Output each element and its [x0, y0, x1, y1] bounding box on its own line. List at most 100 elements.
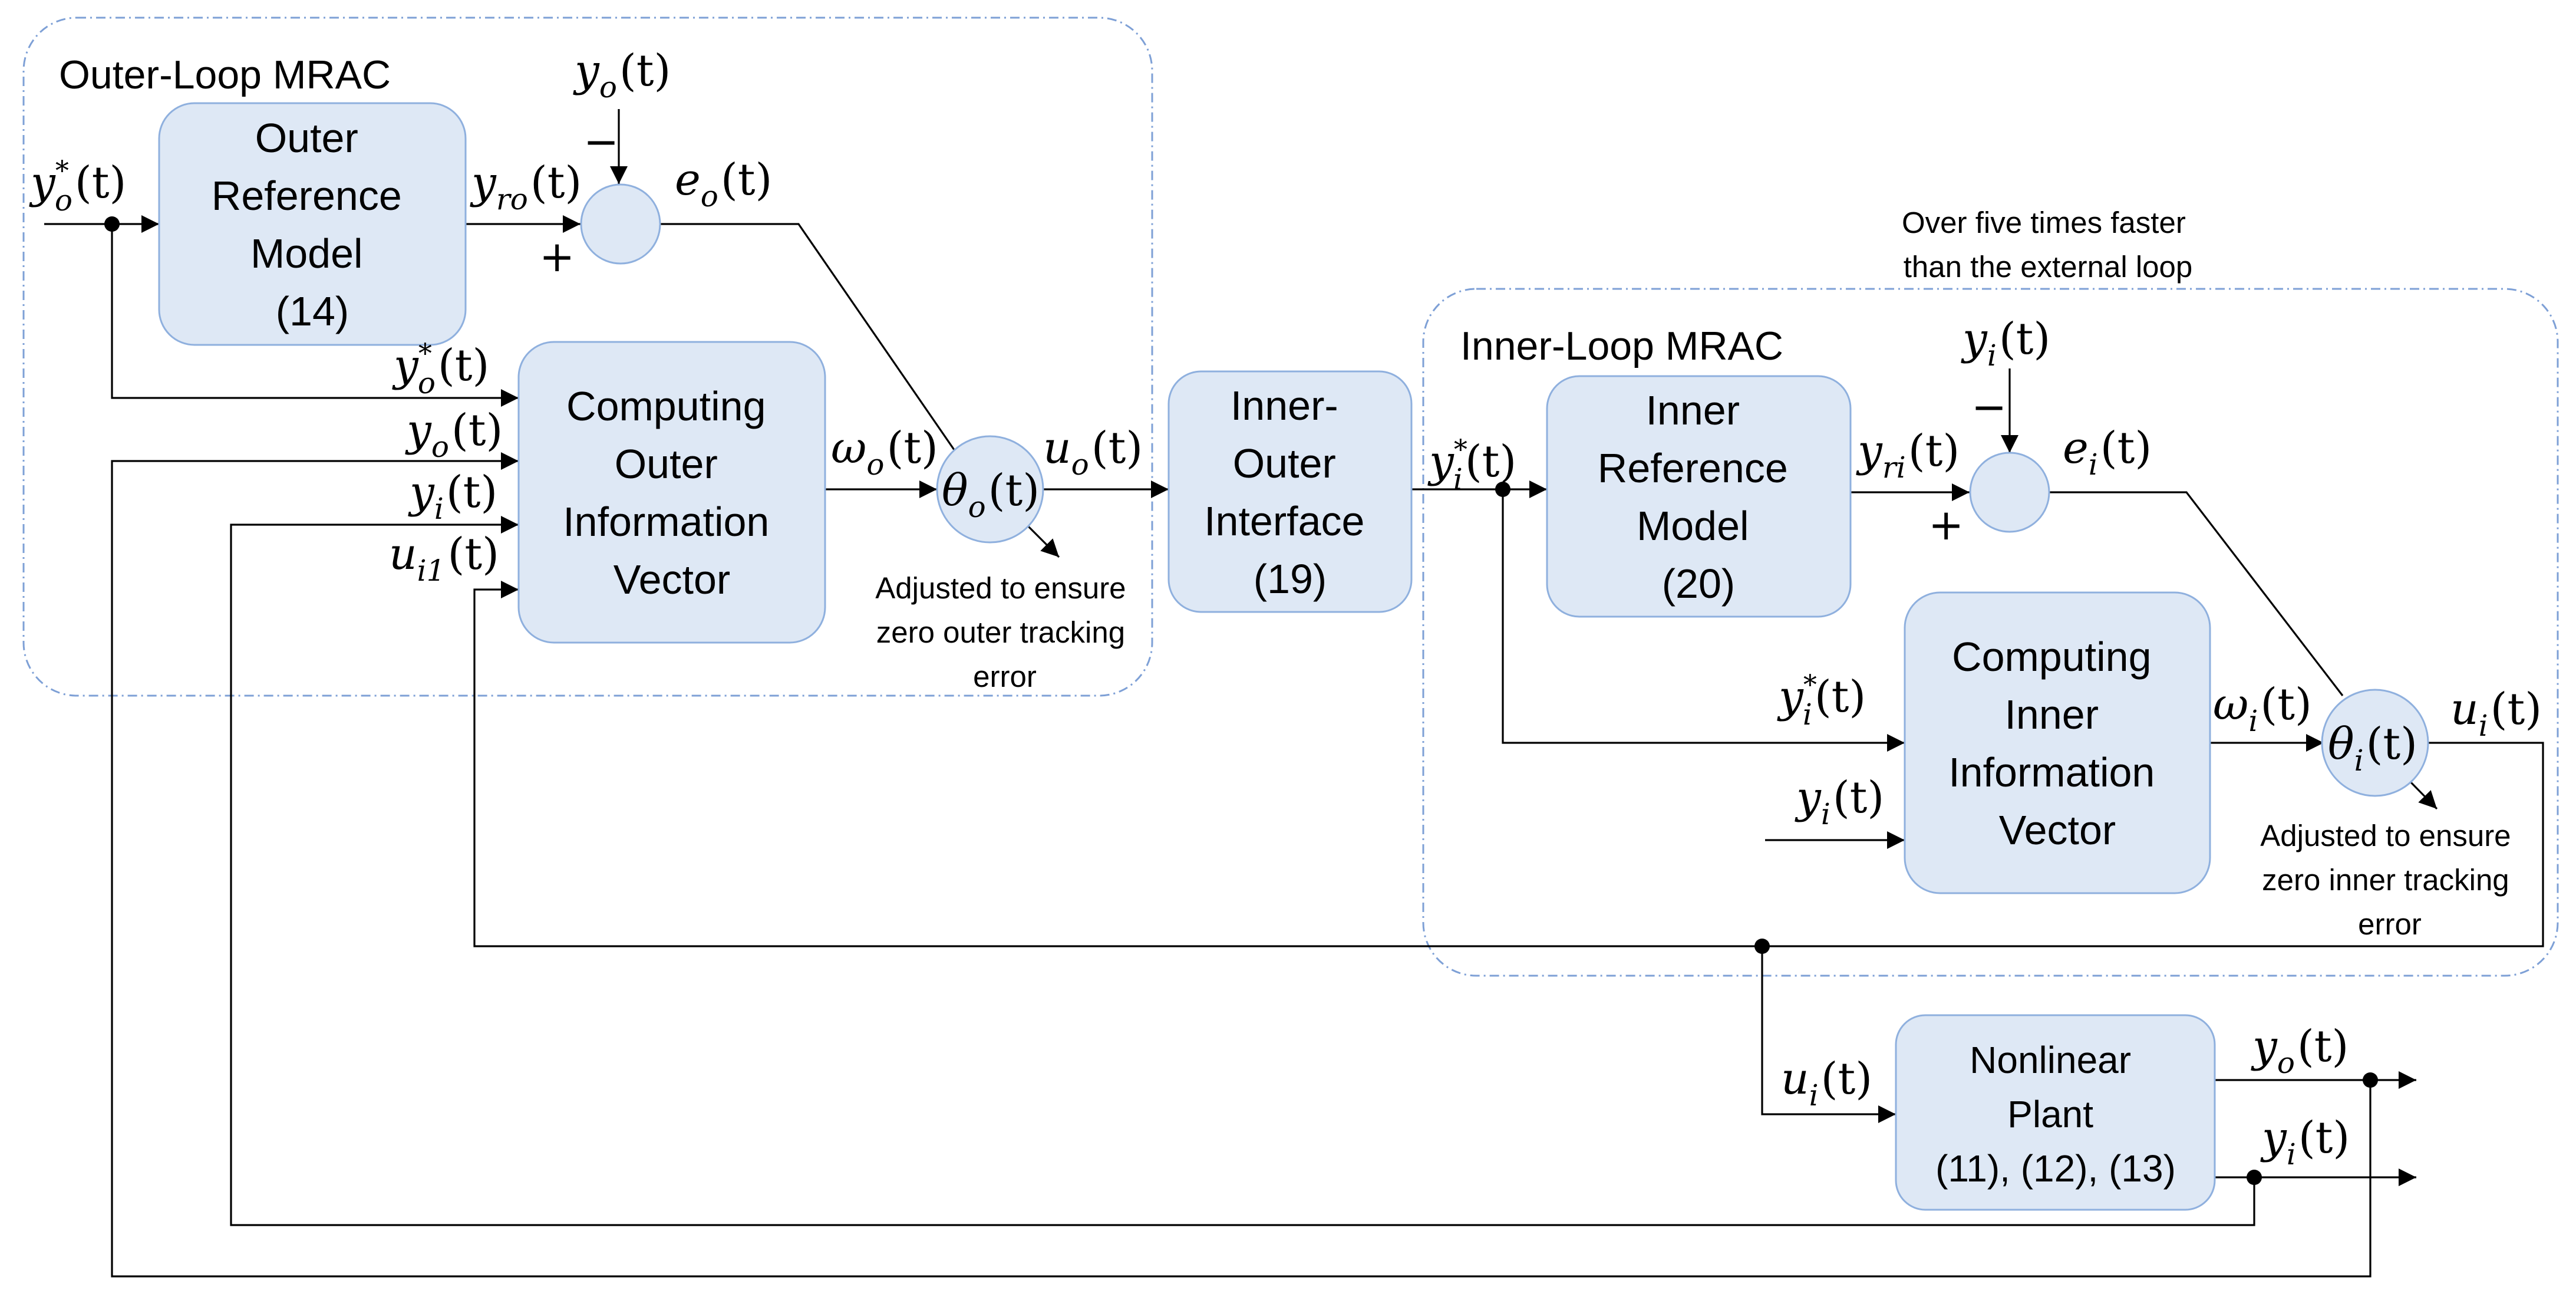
inner-sum-minus-sign: −	[1971, 382, 2007, 432]
signal-base: y	[470, 157, 497, 208]
signal-arg: (t)	[2298, 1112, 2350, 1163]
signal-arg: (t)	[988, 465, 1040, 516]
wire-yo-feedback	[111, 452, 2371, 1278]
signal-arg: (t)	[451, 405, 503, 456]
signal-arg: (t)	[1091, 423, 1143, 473]
label-theta-i: θi(t)	[2328, 719, 2417, 778]
label-ui-plant: ui(t)	[1781, 1054, 1872, 1112]
label-yo-star-input: y*o(t)	[29, 154, 126, 218]
signal-wires	[44, 109, 2544, 1278]
signal-sup: *	[55, 154, 69, 186]
signal-arg: (t)	[2260, 679, 2311, 730]
signal-arg: (t)	[2366, 719, 2417, 769]
signal-arg: (t)	[2491, 684, 2542, 735]
junction-yo-out	[2363, 1072, 2378, 1088]
junction-yo-star	[104, 216, 120, 232]
signal-base: y	[1427, 436, 1454, 487]
wire-yi-feedback	[230, 516, 2255, 1226]
signal-sub: ri	[1882, 450, 1906, 485]
outer-sum-minus-sign: −	[583, 117, 619, 166]
label-yri: yri(t)	[1856, 426, 1960, 485]
signal-base: y	[573, 45, 600, 96]
signal-arg: (t)	[1999, 314, 2050, 364]
signal-base: y	[1777, 671, 1804, 722]
signal-labels: y*o(t) yo(t) yro(t) eo(t) y*o(t) yo(t) y…	[29, 45, 2542, 1171]
signal-sup: *	[418, 337, 432, 369]
signal-base: ω	[2213, 679, 2248, 730]
inner-outer-interface-label: Inner- Outer Interface (19)	[1204, 383, 1376, 602]
signal-sub: o	[866, 447, 884, 482]
label-yi-out: yi(t)	[2260, 1112, 2350, 1171]
label-yi-star-info: y*i(t)	[1777, 669, 1866, 732]
outer-information-vector-label: Computing Outer Information Vector	[563, 383, 781, 603]
signal-base: e	[675, 154, 701, 205]
signal-sub: o	[701, 179, 718, 213]
label-theta-o: θo(t)	[942, 465, 1040, 524]
signal-sub: i	[1987, 338, 1997, 373]
signal-sub: ro	[496, 182, 528, 216]
inner-reference-model-block	[1546, 375, 1852, 618]
label-yo-out: yo(t)	[2251, 1021, 2349, 1080]
signal-base: y	[1795, 772, 1822, 823]
label-ei: ei(t)	[2063, 423, 2152, 482]
signal-arg: (t)	[886, 423, 938, 473]
label-yo-top: yo(t)	[573, 45, 671, 104]
signal-arg: (t)	[1815, 671, 1866, 722]
wire-eo-to-theta	[660, 223, 972, 475]
wire-yi-star-to-info	[1502, 489, 1905, 752]
speed-note: Over five times faster than the external…	[1902, 206, 2194, 284]
signal-base: y	[1856, 426, 1883, 476]
nonlinear-plant-label: Nonlinear Plant (11), (12), (13)	[1935, 1039, 2176, 1190]
signal-arg: (t)	[1833, 772, 1884, 823]
label-yi-top: yi(t)	[1961, 314, 2050, 373]
inner-reference-model-label: Inner Reference Model (20)	[1598, 387, 1799, 607]
signal-base: y	[29, 157, 56, 208]
signal-sub: i	[2287, 1137, 2296, 1171]
wire-ui-feedback	[473, 581, 2544, 947]
outer-adjust-note: Adjusted to ensure zero outer tracking e…	[875, 571, 1134, 693]
label-eo: eo(t)	[675, 154, 772, 213]
signal-sub: i	[1803, 697, 1812, 732]
inner-outer-interface-block	[1167, 370, 1413, 613]
signal-base: y	[392, 340, 419, 391]
signal-arg: (t)	[619, 45, 671, 96]
label-yo-star-info: y*o(t)	[392, 337, 489, 400]
outer-sum-junction	[580, 183, 661, 265]
label-omega-i: ωi(t)	[2213, 679, 2312, 738]
signal-sup: *	[1454, 433, 1467, 465]
label-ui-out: ui(t)	[2450, 684, 2542, 743]
junction-ui	[1754, 939, 1770, 954]
wire-theta-o-adjust	[1027, 525, 1060, 558]
signal-base: y	[2260, 1112, 2287, 1163]
inner-information-vector-label: Computing Inner Information Vector	[1948, 634, 2166, 853]
signal-sub: i1	[417, 554, 446, 588]
signal-base: ω	[831, 423, 866, 473]
signal-sub: i	[2354, 743, 2364, 778]
signal-sub: o	[599, 70, 617, 104]
outer-reference-model-block	[158, 102, 467, 346]
inner-sum-junction	[1969, 452, 2050, 533]
signal-arg: (t)	[438, 340, 489, 391]
label-uo: uo(t)	[1043, 423, 1143, 482]
signal-arg: (t)	[721, 154, 772, 205]
signal-sub: o	[1071, 447, 1089, 482]
label-yo-info: yo(t)	[405, 405, 503, 464]
signal-base: θ	[2328, 719, 2354, 769]
signal-arg: (t)	[446, 467, 497, 518]
signal-arg: (t)	[1908, 426, 1960, 476]
junction-yi-star	[1495, 482, 1510, 497]
signal-arg: (t)	[75, 157, 126, 208]
signal-sub: o	[418, 366, 436, 400]
signal-sub: i	[2248, 704, 2258, 738]
signal-arg: (t)	[2100, 423, 2152, 473]
signal-base: y	[1961, 314, 1988, 364]
signal-arg: (t)	[2297, 1021, 2349, 1072]
signal-base: u	[2450, 684, 2479, 735]
inner-adjust-note: Adjusted to ensure zero inner tracking e…	[2260, 819, 2519, 941]
outer-theta-gain	[936, 435, 1044, 544]
label-yi-inner-info: yi(t)	[1795, 772, 1884, 831]
signal-sub: i	[1821, 797, 1830, 831]
outer-loop-title: Outer-Loop MRAC	[59, 52, 391, 97]
signal-sub: o	[2277, 1046, 2295, 1080]
signal-sub: o	[968, 490, 986, 524]
